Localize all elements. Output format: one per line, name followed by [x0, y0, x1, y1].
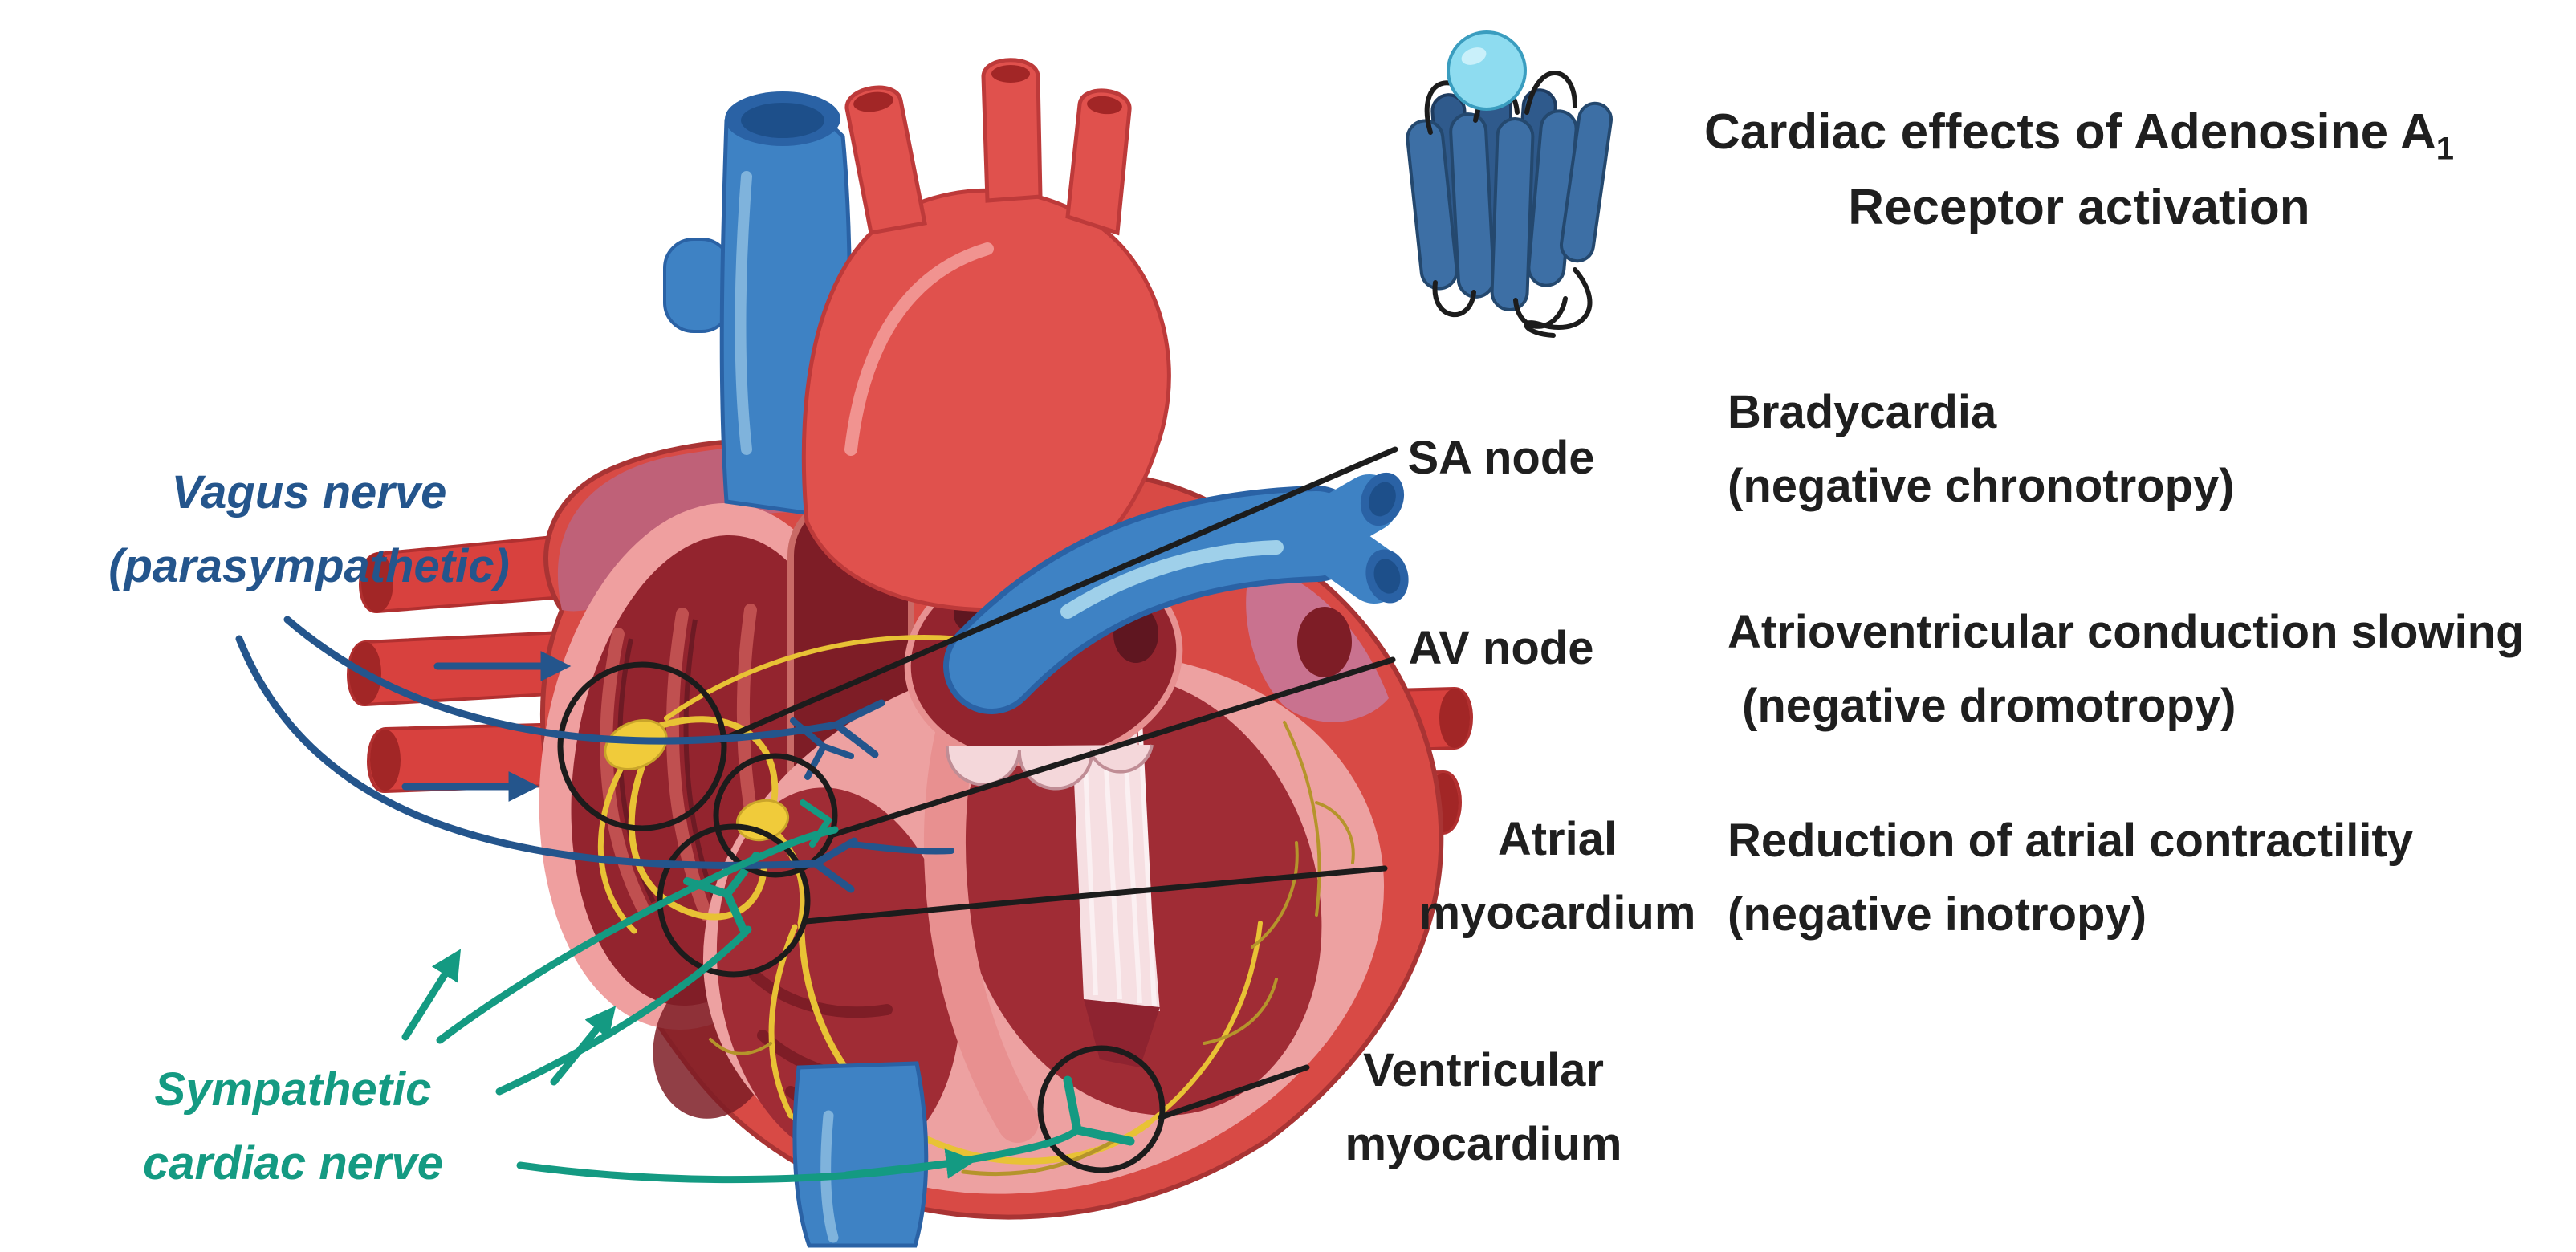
- av-node-leader-line: [830, 656, 1396, 838]
- vagus-nerve-paths: [235, 616, 885, 893]
- sympathetic-nerve-paths: [401, 826, 1081, 1184]
- atrial-myocardium-label: Atrial myocardium: [1418, 813, 1696, 939]
- atrial-myocardium-leader-line: [803, 865, 1388, 925]
- adenosine-a1-receptor-icon: [1406, 30, 1613, 338]
- sympathetic-nerve-curve-2: [495, 925, 752, 1096]
- inferior-vena-cava: [792, 1061, 929, 1248]
- figure-title-line1: Cardiac effects of Adenosine A1: [1703, 104, 2455, 167]
- ligand-ball: [1447, 30, 1527, 111]
- effect-bradycardia: Bradycardia (negative chronotropy): [1728, 386, 2235, 512]
- vagus-nerve-curve-2: [235, 635, 820, 869]
- annotation-circles: [557, 661, 1166, 1173]
- sympathetic-arrow-2: [550, 1006, 617, 1086]
- interventricular-septum: [924, 717, 1039, 1143]
- pulmonary-artery: [943, 472, 1409, 714]
- figure-title-line2: Receptor activation: [1848, 180, 2310, 235]
- sympathetic-arrow-1: [401, 949, 462, 1041]
- sympathetic-arrow-3: [843, 1148, 977, 1179]
- figure-title: Cardiac effects of Adenosine A1 Receptor…: [1622, 95, 2537, 246]
- av-node-label: AV node: [1408, 622, 1594, 674]
- ventricular-myocardium-leader-line: [1158, 1064, 1310, 1120]
- effect-atrial-contractility: Reduction of atrial contractility (negat…: [1728, 815, 2413, 941]
- sa-node-label: SA node: [1407, 432, 1595, 484]
- effect-av-conduction: Atrioventricular conduction slowing (neg…: [1728, 606, 2525, 732]
- ventricular-myocardium-label: Ventricular myocardium: [1345, 1044, 1622, 1170]
- vagus-nerve-curve-1: [283, 616, 840, 745]
- sympathetic-nerve-curve-1: [436, 826, 839, 1044]
- sa-node: [604, 719, 668, 770]
- sa-node-circle: [557, 661, 727, 831]
- vagus-nerve-label: Vagus nerve (parasympathetic): [108, 466, 510, 592]
- leader-lines: [718, 446, 1398, 1120]
- ventricular-myocardium-circle: [1037, 1045, 1166, 1173]
- aorta: [801, 58, 1171, 612]
- sympathetic-nerve-label: Sympathetic cardiac nerve: [142, 1063, 444, 1189]
- atrial-myocardium-circle: [657, 823, 811, 978]
- sa-node-leader-line: [718, 446, 1398, 743]
- heart-interior: [539, 494, 1389, 1194]
- av-node-circle: [713, 753, 838, 878]
